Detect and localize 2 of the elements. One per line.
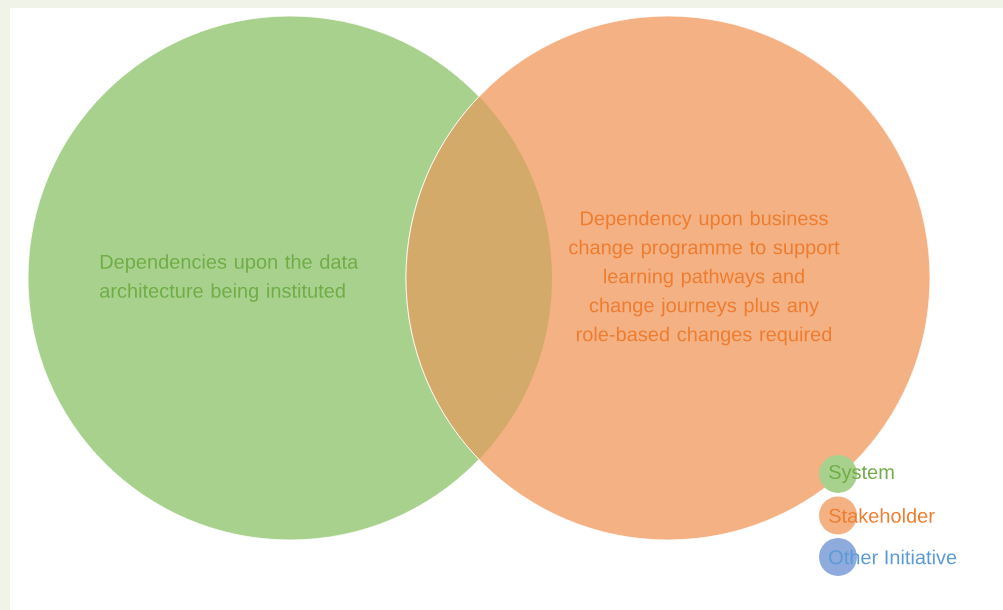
- circle-label: Dependency upon business change programme to support learning pathways and change journeys plus any role-based changes required: [569, 210, 840, 346]
- circle-label: Dependencies upon the data architecture being instituted: [100, 254, 359, 302]
